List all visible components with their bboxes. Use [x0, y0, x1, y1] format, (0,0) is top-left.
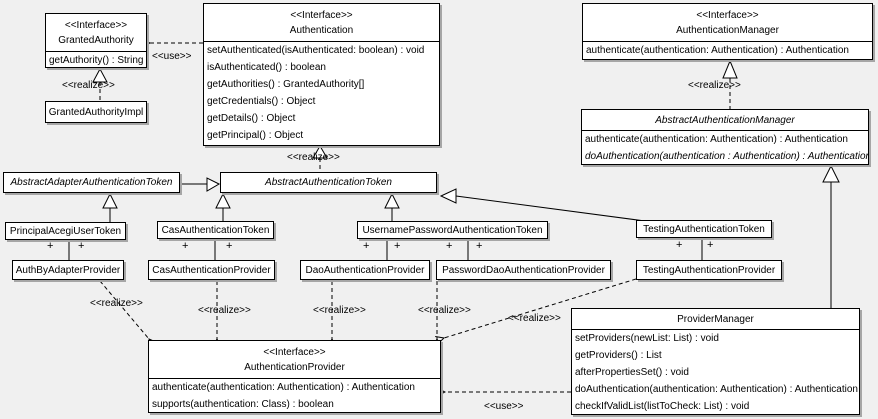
- method: getAuthority() : String: [49, 55, 144, 66]
- edge-realize-authbyadapterprovider: [99, 280, 149, 339]
- class-name: UsernamePasswordAuthenticationToken: [362, 224, 543, 236]
- edge-realize-abstractauthenticationtoken-to-authentication: [312, 145, 328, 172]
- method: doAuthentication(authentication : Authen…: [585, 151, 868, 162]
- edge-generalize-casauthenticationtoken: [215, 192, 231, 221]
- use-label: <<use>>: [484, 401, 524, 412]
- edge-generalize-abstractadapterauthenticationtoken: [180, 177, 221, 192]
- use-label: <<use>>: [152, 51, 192, 62]
- method: getProviders() : List: [575, 350, 662, 361]
- class-name: ProviderManager: [677, 314, 754, 325]
- class-header: <<Interface>> AuthenticationProvider: [149, 341, 440, 379]
- class-header: <<Interface>> GrantedAuthority: [46, 14, 146, 52]
- realize-label: <<realize>>: [62, 80, 115, 91]
- method: setAuthenticated(isAuthenticated: boolea…: [207, 45, 425, 56]
- realize-label: <<realize>>: [287, 152, 340, 163]
- class-cas-authentication-token[interactable]: CasAuthenticationToken: [157, 221, 274, 239]
- method: authenticate(authentication: Authenticat…: [585, 134, 848, 145]
- edge-realize-grantedauthorityimpl-to-grantedauthority: [92, 67, 108, 101]
- class-header: <<Interface>> Authentication: [204, 4, 439, 42]
- class-name: DaoAuthenticationProvider: [305, 264, 425, 276]
- realize-label: <<realize>>: [418, 305, 471, 316]
- assoc-plus: +: [226, 240, 233, 252]
- class-name: AuthenticationProvider: [244, 362, 345, 373]
- method: authenticate(authentication: Authenticat…: [586, 45, 849, 56]
- class-name: TestingAuthenticationToken: [643, 223, 765, 235]
- stereotype-label: <<Interface>>: [696, 10, 759, 21]
- method: getDetails() : Object: [207, 113, 296, 124]
- assoc-plus: +: [363, 240, 370, 252]
- class-abstract-authentication-manager[interactable]: AbstractAuthenticationManager authentica…: [581, 109, 869, 165]
- assoc-plus: +: [476, 240, 483, 252]
- class-name: GrantedAuthorityImpl: [48, 106, 144, 118]
- stereotype-label: <<Interface>>: [290, 10, 353, 21]
- class-name: TestingAuthenticationProvider: [642, 264, 776, 276]
- class-principal-acegi-user-token[interactable]: PrincipalAcegiUserToken: [5, 222, 126, 240]
- class-name: AbstractAuthenticationToken: [265, 177, 392, 188]
- class-username-password-authentication-token[interactable]: UsernamePasswordAuthenticationToken: [357, 221, 548, 239]
- edge-generalize-usernamepasswordauthenticationtoken: [384, 192, 400, 221]
- class-name: Authentication: [289, 25, 354, 36]
- class-granted-authority[interactable]: <<Interface>> GrantedAuthority getAuthor…: [45, 13, 147, 68]
- class-provider-manager[interactable]: ProviderManager setProviders(newList: Li…: [571, 308, 860, 415]
- method: afterPropertiesSet() : void: [575, 367, 689, 378]
- class-authentication-provider[interactable]: <<Interface>> AuthenticationProvider aut…: [148, 340, 441, 413]
- assoc-plus: +: [676, 239, 683, 251]
- method: authenticate(authentication: Authenticat…: [152, 382, 415, 393]
- method: isAuthenticated() : boolean: [207, 62, 326, 73]
- assoc-plus: +: [47, 240, 54, 252]
- class-name: GrantedAuthority: [58, 35, 134, 46]
- realize-label: <<realize>>: [90, 298, 143, 309]
- class-name: AuthByAdapterProvider: [15, 264, 121, 276]
- class-authentication-manager[interactable]: <<Interface>> AuthenticationManager auth…: [582, 3, 873, 60]
- edge-generalize-testingauthenticationtoken: [439, 188, 646, 222]
- class-name: CasAuthenticationProvider: [152, 264, 271, 276]
- method: getCredentials() : Object: [207, 96, 316, 107]
- class-name: PrincipalAcegiUserToken: [9, 225, 122, 237]
- method: getPrincipal() : Object: [207, 130, 304, 141]
- class-testing-authentication-token[interactable]: TestingAuthenticationToken: [636, 220, 772, 238]
- class-cas-authentication-provider[interactable]: CasAuthenticationProvider: [148, 260, 275, 280]
- class-auth-by-adapter-provider[interactable]: AuthByAdapterProvider: [12, 260, 124, 280]
- class-name: AuthenticationManager: [676, 25, 779, 36]
- stereotype-label: <<Interface>>: [263, 347, 326, 358]
- class-abstract-adapter-authentication-token[interactable]: AbstractAdapterAuthenticationToken: [3, 172, 180, 193]
- method: getAuthorities() : GrantedAuthority[]: [207, 79, 365, 90]
- edge-generalize-principalacegiusertoken: [102, 192, 118, 222]
- class-dao-authentication-provider[interactable]: DaoAuthenticationProvider: [300, 260, 430, 280]
- class-abstract-authentication-token[interactable]: AbstractAuthenticationToken: [220, 172, 437, 193]
- assoc-plus: +: [78, 240, 85, 252]
- method: supports(authentication: Class) : boolea…: [152, 399, 334, 410]
- assoc-plus: +: [707, 239, 714, 251]
- class-header: AbstractAuthenticationManager: [582, 110, 868, 131]
- method: checkIfValidList(listToCheck: List) : vo…: [575, 401, 750, 412]
- class-authentication[interactable]: <<Interface>> Authentication setAuthenti…: [203, 3, 440, 146]
- method: doAuthentication(authentication: Authent…: [575, 384, 858, 395]
- realize-label: <<realize>>: [198, 305, 251, 316]
- class-name: AbstractAdapterAuthenticationToken: [10, 177, 173, 188]
- class-testing-authentication-provider[interactable]: TestingAuthenticationProvider: [636, 260, 782, 280]
- realize-label: <<realize>>: [313, 305, 366, 316]
- realize-label: <<realize>>: [508, 313, 561, 324]
- class-granted-authority-impl[interactable]: GrantedAuthorityImpl: [45, 101, 147, 123]
- method: setProviders(newList: List) : void: [575, 333, 719, 344]
- class-name: AbstractAuthenticationManager: [655, 115, 795, 126]
- realize-label: <<realize>>: [688, 80, 741, 91]
- assoc-plus: +: [446, 240, 453, 252]
- class-header: <<Interface>> AuthenticationManager: [583, 4, 872, 42]
- class-password-dao-authentication-provider[interactable]: PasswordDaoAuthenticationProvider: [436, 260, 611, 280]
- assoc-plus: +: [182, 240, 189, 252]
- class-name: CasAuthenticationToken: [161, 224, 270, 236]
- class-name: PasswordDaoAuthenticationProvider: [442, 264, 605, 276]
- stereotype-label: <<Interface>>: [64, 20, 128, 31]
- edge-realize-abstractauthenticationmanager-to-authenticationmanager: [722, 59, 738, 109]
- edge-realize-testingauthenticationprovider: [444, 278, 637, 338]
- edge-generalize-providermanager: [822, 164, 840, 308]
- class-header: ProviderManager: [572, 309, 859, 330]
- assoc-plus: +: [394, 240, 401, 252]
